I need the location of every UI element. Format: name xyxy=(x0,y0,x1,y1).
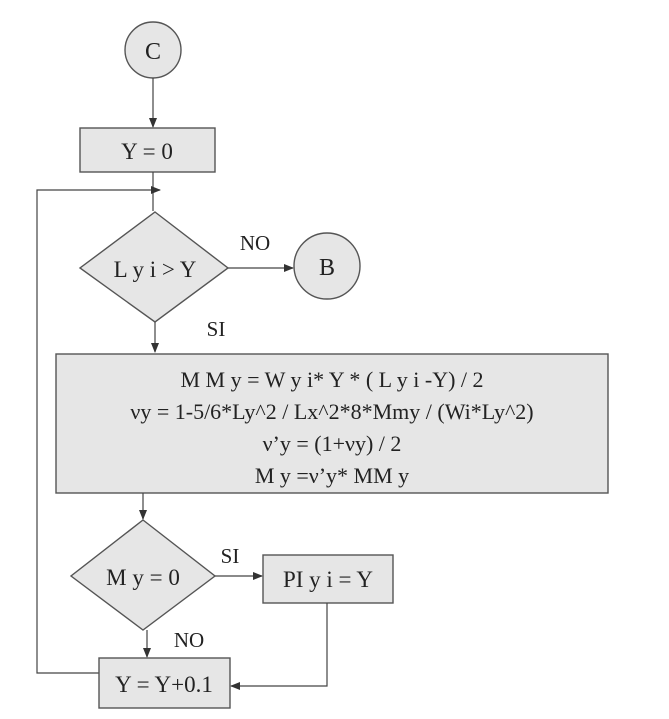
decision-moment: M y = 0 xyxy=(69,519,217,631)
no-label: NO xyxy=(240,231,270,255)
calc-line: ν’y = (1+νy) / 2 xyxy=(263,431,402,456)
start-connector: C xyxy=(124,21,182,79)
decision-length-label: L y i > Y xyxy=(114,257,197,282)
decision-length: L y i > Y xyxy=(78,211,230,323)
init-box: Y = 0 xyxy=(79,127,216,173)
exit-connector: B xyxy=(293,232,361,300)
no-label: NO xyxy=(174,628,204,652)
calc-line: νy = 1-5/6*Ly^2 / Lx^2*8*Mmy / (Wi*Ly^2) xyxy=(130,399,533,424)
calculation-box: M M y = W y i* Y * ( L y i -Y) / 2 νy = … xyxy=(55,353,609,494)
calc-line: M y =ν’y* MM y xyxy=(255,463,409,488)
decision-moment-label: M y = 0 xyxy=(106,565,180,590)
assign-box: PI y i = Y xyxy=(262,554,394,604)
increment-label: Y = Y+0.1 xyxy=(115,672,213,697)
yes-label: SI xyxy=(221,544,240,568)
increment-box: Y = Y+0.1 xyxy=(98,657,231,709)
return-arrow xyxy=(230,603,328,690)
assign-label: PI y i = Y xyxy=(283,567,373,592)
exit-connector-label: B xyxy=(319,255,335,281)
start-connector-label: C xyxy=(145,39,161,65)
yes-label: SI xyxy=(207,317,226,341)
init-label: Y = 0 xyxy=(121,139,173,164)
calc-line: M M y = W y i* Y * ( L y i -Y) / 2 xyxy=(180,367,483,392)
loop-back-arrow xyxy=(36,186,161,674)
